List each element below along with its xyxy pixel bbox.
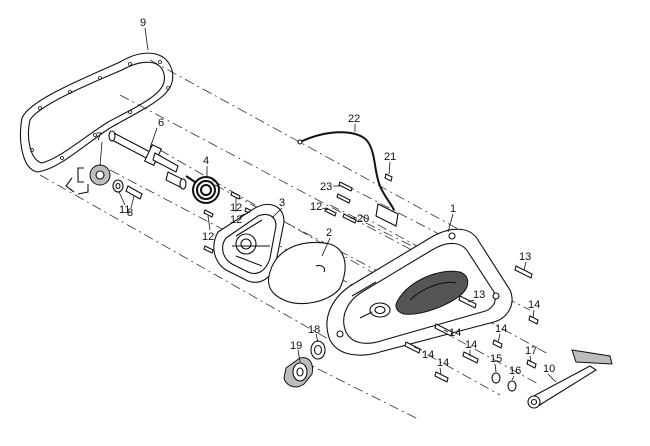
screw-part-21 [384, 173, 393, 182]
spring-part-4 [185, 175, 220, 204]
callout-3: 3 [279, 197, 285, 209]
callout-19: 19 [290, 340, 302, 352]
callout-13a: 13 [519, 251, 531, 263]
plate-part-3 [213, 204, 285, 283]
bearing-part-19 [283, 357, 313, 388]
callout-9: 9 [140, 17, 146, 29]
washers-part-15-16 [491, 372, 517, 392]
callout-12c: 12 [202, 231, 214, 243]
callout-11: 11 [119, 204, 130, 216]
callout-16: 16 [509, 365, 521, 377]
sensor-part-20 [342, 203, 399, 227]
callout-6: 6 [158, 117, 164, 129]
cover-part-1 [326, 228, 513, 356]
pin-part-8 [125, 185, 143, 200]
callout-15: 15 [490, 353, 502, 365]
callout-10: 10 [543, 363, 555, 375]
callout-14c: 14 [495, 323, 507, 335]
callout-14e: 14 [465, 339, 477, 351]
callout-1: 1 [450, 203, 456, 215]
callout-12a: 12 [230, 202, 242, 214]
callout-14f: 14 [437, 357, 449, 369]
callout-17: 17 [525, 345, 537, 357]
callout-12d: 12 [310, 201, 322, 213]
callout-7: 7 [96, 131, 102, 143]
seal-part-18 [310, 340, 326, 360]
gasket-part-9 [20, 52, 174, 173]
callout-14b: 14 [449, 327, 461, 339]
kick-shaft-part-6 [108, 130, 179, 173]
callout-21: 21 [384, 151, 396, 163]
callout-18: 18 [308, 324, 320, 336]
filter-part-2 [267, 242, 346, 305]
callout-12b: 12 [230, 214, 242, 226]
callout-13b: 13 [473, 289, 485, 301]
bolts-part-14 [404, 315, 539, 383]
cable-part-22 [297, 131, 395, 211]
callout-2: 2 [326, 227, 332, 239]
callout-14a: 14 [528, 299, 540, 311]
callout-23: 23 [320, 181, 332, 193]
callout-20: 20 [357, 213, 369, 225]
gear-part-7 [65, 164, 111, 195]
bolts-part-23 [324, 181, 353, 217]
leader-lines [99, 27, 557, 383]
washer-part-11 [112, 179, 124, 193]
callout-4: 4 [203, 155, 209, 167]
bushing [165, 171, 187, 190]
bolt-part-17 [526, 359, 537, 369]
kick-lever-part-10 [527, 349, 613, 409]
callout-8: 8 [127, 207, 133, 219]
callout-14d: 14 [422, 349, 434, 361]
callout-22: 22 [348, 113, 360, 125]
callout-labels: 9 6 7 4 11 8 12 12 12 3 2 1 22 21 23 12 … [96, 17, 555, 377]
bolts-part-13 [458, 265, 533, 309]
